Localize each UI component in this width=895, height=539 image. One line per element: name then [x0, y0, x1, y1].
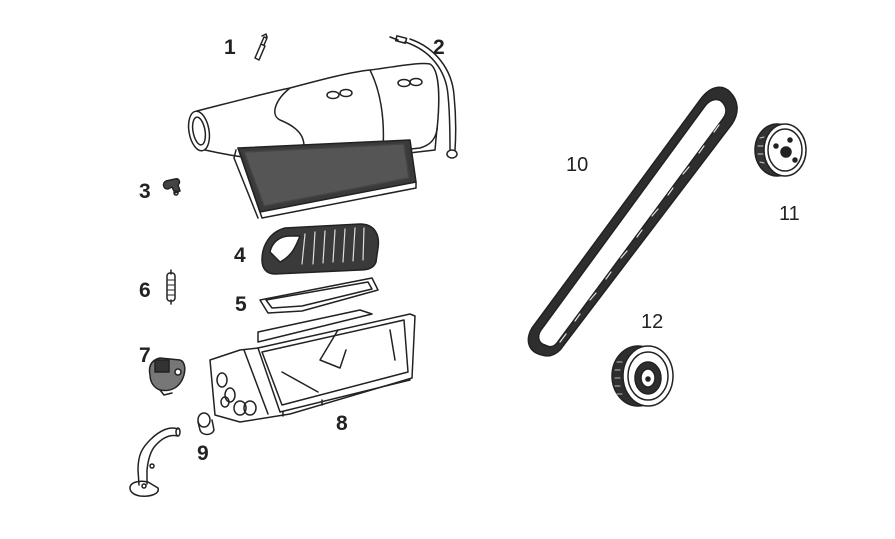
part-5-gasket-icon: [259, 277, 379, 314]
filter-element-icon: [233, 139, 417, 219]
part-7-actuator-icon: [148, 357, 186, 396]
part-3-clip-icon: [162, 178, 181, 196]
label-part-10: 10: [566, 154, 589, 176]
label-part-2: 2: [433, 36, 445, 59]
label-part-4: 4: [234, 244, 246, 267]
label-part-1: 1: [224, 36, 236, 59]
label-part-9: 9: [197, 442, 209, 465]
label-part-12: 12: [641, 311, 664, 333]
part-8-filter-housing-icon: [209, 309, 416, 423]
part-6-spring-icon: [166, 269, 176, 305]
part-4-intake-duct-icon: [261, 223, 380, 275]
label-part-7: 7: [139, 344, 151, 367]
label-part-6: 6: [139, 279, 151, 302]
label-part-5: 5: [235, 293, 247, 316]
label-part-3: 3: [139, 180, 151, 203]
part-9-sleeve-icon: [197, 412, 215, 436]
part-12-pulley-icon: [611, 345, 674, 407]
part-1-sensor-icon: [254, 33, 268, 61]
part-10-timing-belt-icon: [527, 86, 738, 357]
part-2-hose-icon: [389, 35, 458, 159]
inlet-pipe-icon: [129, 427, 181, 497]
housing-ports: [216, 372, 257, 416]
label-part-8: 8: [336, 412, 348, 435]
part-11-pulley-icon: [754, 123, 807, 177]
label-part-11: 11: [779, 203, 800, 225]
